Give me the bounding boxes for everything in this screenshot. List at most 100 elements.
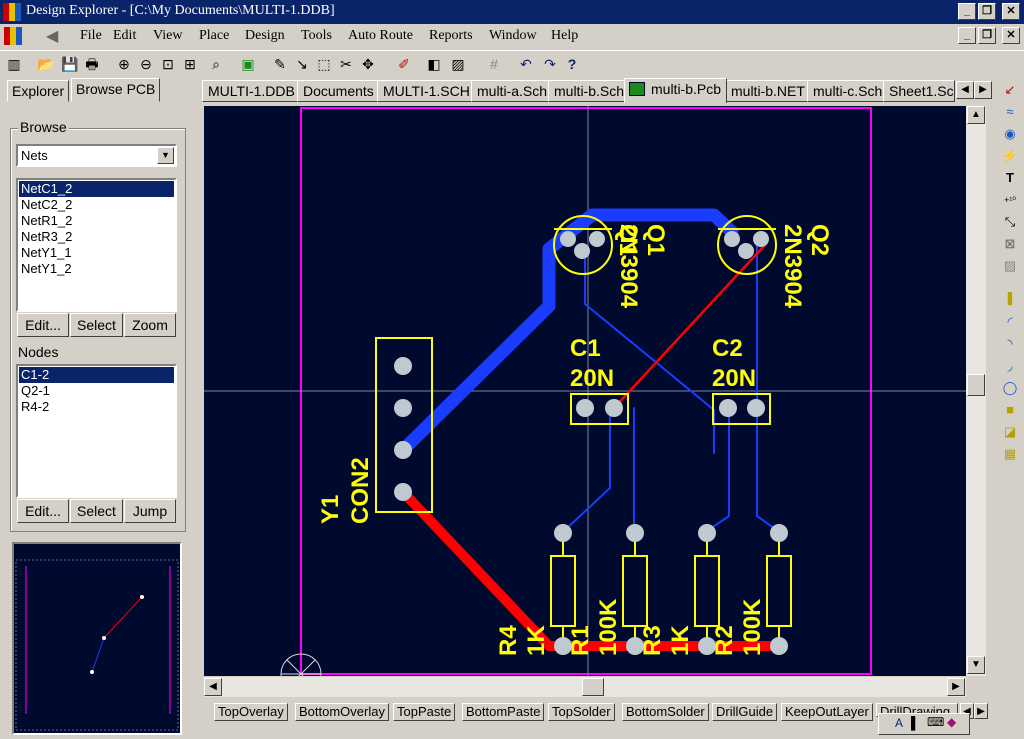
tab-browse-pcb[interactable]: Browse PCB xyxy=(71,78,161,102)
browse-library-icon[interactable]: ◧ xyxy=(427,56,441,72)
layer-tab-bottom-solder[interactable]: BottomSolder xyxy=(622,703,709,721)
document-icon[interactable] xyxy=(4,27,22,45)
deselect-icon[interactable]: ✂ xyxy=(340,56,352,72)
tab-documents[interactable]: Documents xyxy=(297,80,380,102)
print-icon[interactable]: 🖶 xyxy=(85,56,99,72)
arc-edge-icon[interactable]: ◝ xyxy=(1007,336,1013,351)
help-icon[interactable]: ? xyxy=(567,56,577,72)
scroll-left-icon[interactable]: ◀ xyxy=(204,678,222,696)
place-coordinate-icon[interactable]: +¹⁰ xyxy=(1004,195,1016,205)
layer-scroll-right-icon[interactable]: ▶ xyxy=(974,703,988,719)
menu-design[interactable]: Design xyxy=(245,28,285,43)
keyboard-icon[interactable]: ⌨ xyxy=(927,715,945,729)
redo-icon[interactable]: ↷ xyxy=(544,56,556,72)
layer-tab-bottom-paste[interactable]: BottomPaste xyxy=(462,703,545,721)
menu-help[interactable]: Help xyxy=(551,28,579,43)
node-jump-button[interactable]: Jump xyxy=(124,499,176,523)
arc-any-icon[interactable]: ◞ xyxy=(1007,358,1013,373)
place-dimension-icon[interactable]: ⤡ xyxy=(1004,214,1016,229)
drc-icon[interactable]: ✐ xyxy=(398,56,410,72)
ime-width-icon[interactable]: ▌ xyxy=(911,716,920,730)
undo-icon[interactable]: ↶ xyxy=(520,56,532,72)
net-list-item[interactable]: NetR3_2 xyxy=(21,229,73,244)
tab-multi-b-net[interactable]: multi-b.NET xyxy=(725,80,811,102)
horizontal-scrollbar[interactable]: ◀ ▶ xyxy=(204,677,966,697)
ime-menu-icon[interactable]: ◆ xyxy=(947,715,957,729)
node-list-item[interactable]: Q2-1 xyxy=(21,383,50,398)
vertical-scroll-thumb[interactable] xyxy=(967,374,985,396)
menu-edit[interactable]: Edit xyxy=(113,28,137,43)
place-polygon-icon[interactable]: ▨ xyxy=(1003,258,1017,273)
scroll-right-icon[interactable]: ▶ xyxy=(947,678,965,696)
place-track-icon[interactable]: ↙ xyxy=(1004,82,1016,97)
doc-restore-button[interactable]: ❐ xyxy=(978,27,996,44)
fill-rect-icon[interactable]: ■ xyxy=(1006,402,1014,417)
layer-tab-bottom-overlay[interactable]: BottomOverlay xyxy=(295,703,389,721)
save-icon[interactable]: 💾 xyxy=(61,56,79,72)
layer-tab-top-solder[interactable]: TopSolder xyxy=(548,703,615,721)
place-fill-icon[interactable]: ⊠ xyxy=(1004,236,1016,251)
move-icon[interactable]: ✥ xyxy=(362,56,374,72)
net-zoom-button[interactable]: Zoom xyxy=(124,313,176,337)
minimize-button[interactable]: _ xyxy=(958,3,976,20)
chevron-down-icon[interactable]: ▼ xyxy=(157,147,174,164)
back-arrow-icon[interactable]: ◀ xyxy=(46,28,59,45)
tab-sheet1-sch[interactable]: Sheet1.Sch xyxy=(883,80,955,102)
zoom-last-icon[interactable]: ⌕ xyxy=(212,56,220,72)
tab-multi-a-sch[interactable]: multi-a.Sch xyxy=(471,80,554,102)
split-plane-icon[interactable]: ▦ xyxy=(1003,446,1017,461)
net-edit-button[interactable]: Edit... xyxy=(17,313,69,337)
net-list-item[interactable]: NetC1_2 xyxy=(19,181,174,197)
select-area-icon[interactable]: ⬚ xyxy=(317,56,331,72)
place-via-icon[interactable]: ⚡ xyxy=(1001,148,1019,163)
layer-tab-drill-guide[interactable]: DrillGuide xyxy=(712,703,778,721)
menu-auto-route[interactable]: Auto Route xyxy=(348,28,413,43)
net-list-item[interactable]: NetC2_2 xyxy=(21,197,73,212)
net-list-item[interactable]: NetR1_2 xyxy=(21,213,73,228)
zoom-in-icon[interactable]: ⊕ xyxy=(118,56,130,72)
place-wire-icon[interactable]: ≈ xyxy=(1006,104,1014,119)
pcb-canvas[interactable]: Q1 Q1 Q1 2N3904 Q2 2N3904 C1 20N C2 20N … xyxy=(204,106,966,676)
place-pad-icon[interactable]: ◉ xyxy=(1004,126,1016,141)
place-component-icon[interactable]: ❚ xyxy=(1004,290,1016,305)
ime-mode-icon[interactable]: A xyxy=(895,716,904,730)
tab-multi-1-ddb[interactable]: MULTI-1.DDB xyxy=(202,80,301,102)
mini-viewer[interactable] xyxy=(12,542,182,735)
menu-tools[interactable]: Tools xyxy=(301,28,332,43)
tab-multi-b-sch[interactable]: multi-b.Sch xyxy=(548,80,631,102)
menu-view[interactable]: View xyxy=(153,28,183,43)
zoom-area-icon[interactable]: ⊡ xyxy=(162,56,174,72)
place-string-icon[interactable]: T xyxy=(1006,170,1014,185)
tab-multi-b-pcb[interactable]: multi-b.Pcb xyxy=(624,78,728,103)
net-select-button[interactable]: Select xyxy=(70,313,123,337)
horizontal-scroll-thumb[interactable] xyxy=(582,678,604,696)
close-button[interactable]: ✕ xyxy=(1002,3,1020,20)
full-circle-icon[interactable]: ◯ xyxy=(1002,380,1018,395)
ime-toolbar[interactable]: A ▌ ⌨ ◆ xyxy=(878,713,970,735)
vertical-scrollbar[interactable]: ▲ ▼ xyxy=(966,106,986,676)
grid-icon[interactable]: # xyxy=(490,56,498,72)
library-icon[interactable]: ▨ xyxy=(451,56,465,72)
tab-multi-1-sch[interactable]: MULTI-1.SCH xyxy=(377,80,476,102)
open-folder-icon[interactable]: 📂 xyxy=(37,56,55,72)
component-icon[interactable]: ▣ xyxy=(241,56,255,72)
arc-center-icon[interactable]: ◜ xyxy=(1007,314,1013,329)
scroll-up-icon[interactable]: ▲ xyxy=(967,106,985,124)
tab-scroll-left-icon[interactable]: ◀ xyxy=(956,81,974,99)
tab-multi-c-sch[interactable]: multi-c.Sch xyxy=(807,80,889,102)
restore-button[interactable]: ❐ xyxy=(978,3,996,20)
layer-tab-top-overlay[interactable]: TopOverlay xyxy=(214,703,288,721)
zoom-fit-icon[interactable]: ⊞ xyxy=(184,56,196,72)
polygon-plane-icon[interactable]: ◪ xyxy=(1003,424,1017,439)
node-list-item[interactable]: C1-2 xyxy=(19,367,174,383)
tab-explorer[interactable]: Explorer xyxy=(7,80,70,102)
browse-type-select[interactable]: Nets ▼ xyxy=(16,144,177,167)
doc-minimize-button[interactable]: _ xyxy=(958,27,976,44)
scroll-down-icon[interactable]: ▼ xyxy=(967,656,985,674)
node-list-item[interactable]: R4-2 xyxy=(21,399,50,414)
layer-tab-top-paste[interactable]: TopPaste xyxy=(393,703,456,721)
menu-window[interactable]: Window xyxy=(489,28,537,43)
net-list-item[interactable]: NetY1_1 xyxy=(21,245,72,260)
